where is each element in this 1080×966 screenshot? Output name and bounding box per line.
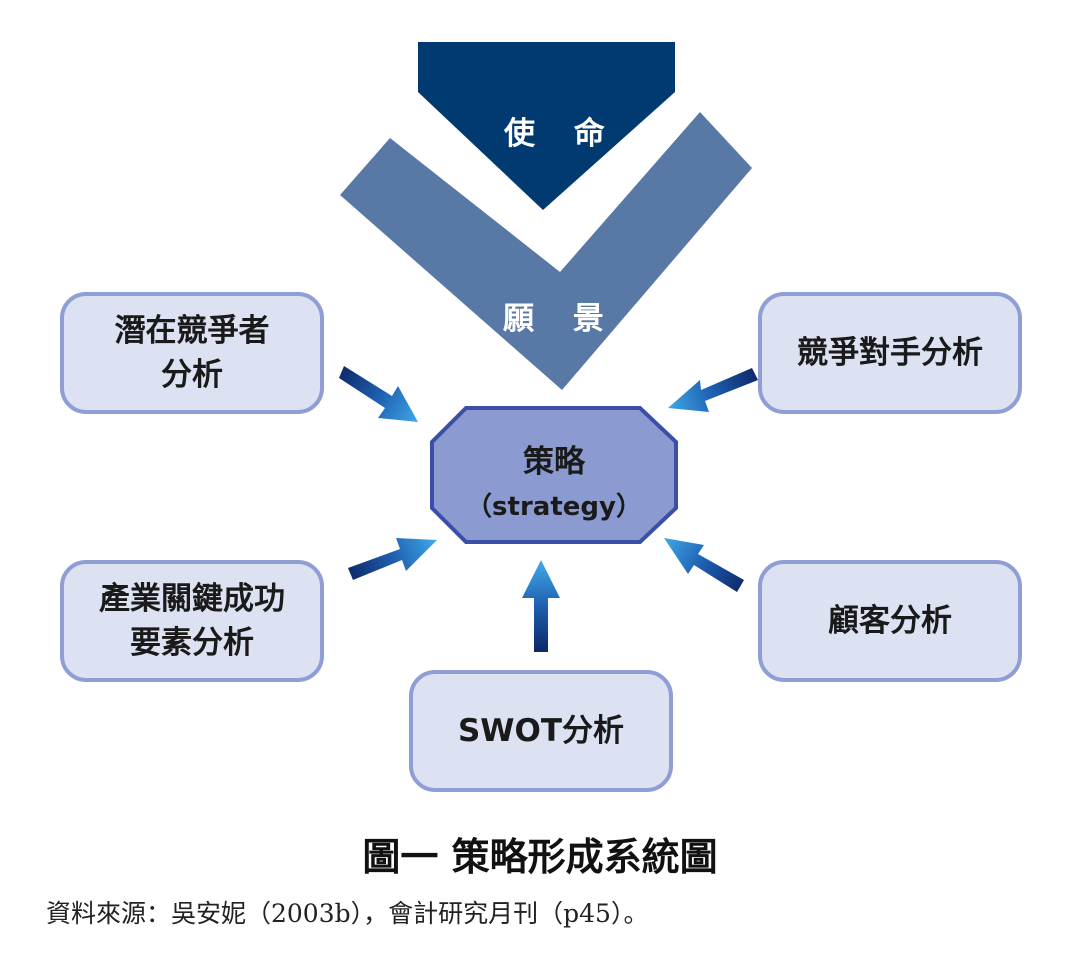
potential-competitors-line2: 分析 [161,357,223,393]
vision-label: 願 景 [503,301,618,337]
arrow-swot [522,560,560,652]
figure-title: 圖一 策略形成系統圖 [362,834,718,879]
potential-competitors-box: 潛在競爭者 分析 [60,292,324,414]
arrow-competitor-analysis [668,368,758,412]
swot-box: SWOT分析 [409,670,673,792]
strategy-octagon [430,406,678,544]
arrow-industry-kfs [348,538,437,580]
competitor-analysis-box: 競爭對手分析 [758,292,1022,414]
mission-shape [418,42,675,210]
arrow-customer-analysis [664,538,744,592]
strategy-label: 策略 [523,444,585,480]
swot-label: SWOT分析 [457,713,625,749]
competitor-analysis-label: 競爭對手分析 [797,335,983,371]
industry-kfs-line1: 產業關鍵成功 [99,581,285,617]
industry-kfs-line2: 要素分析 [130,625,254,661]
potential-competitors-line1: 潛在競爭者 [114,313,270,349]
mission-label: 使 命 [504,116,619,152]
industry-kfs-box: 產業關鍵成功 要素分析 [60,560,324,682]
customer-analysis-box: 顧客分析 [758,560,1022,682]
vision-chevron [340,112,752,390]
strategy-sublabel: （strategy） [466,492,642,522]
figure-source: 資料來源：吳安妮（2003b），會計研究月刊（p45）。 [46,899,649,928]
arrow-potential-competitors [339,366,418,422]
customer-analysis-label: 顧客分析 [828,603,952,639]
